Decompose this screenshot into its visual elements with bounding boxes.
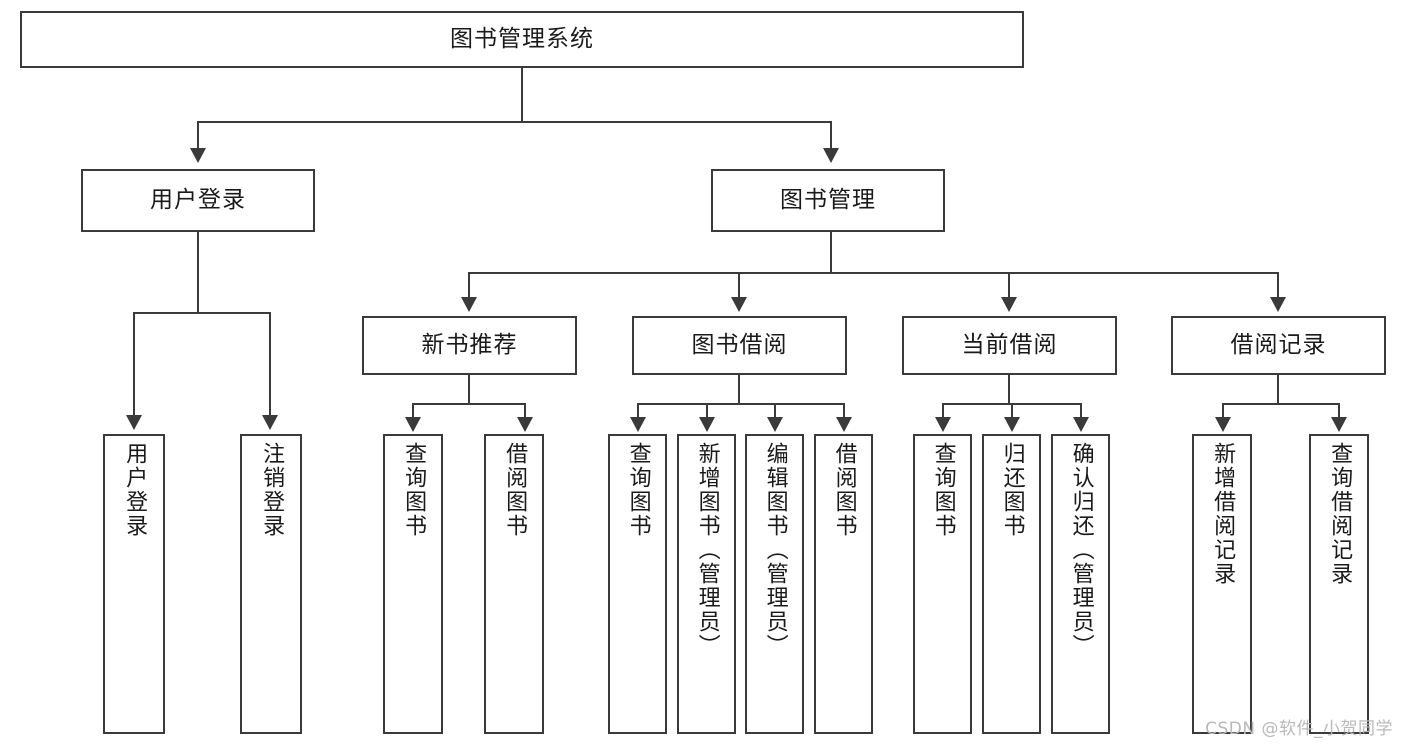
- connector-book-borrow-to-leaf-1: [637, 403, 639, 418]
- connector-current-borrow-stem: [1008, 375, 1010, 403]
- connector-bm-to-new-book: [468, 272, 470, 298]
- connector-bm-to-book-borrow: [738, 272, 740, 298]
- connector-book-management-stem: [830, 232, 832, 272]
- connector-user-login-bus: [133, 312, 269, 314]
- node-root-book-management-system[interactable]: 图书管理系统: [20, 11, 1024, 68]
- leaf-book-borrow-2[interactable]: 新增图书（管理员）: [677, 434, 736, 734]
- connector-new-book-bus: [412, 403, 524, 405]
- connector-borrow-record-to-leaf-1: [1222, 403, 1224, 418]
- leaf-borrow-record-2[interactable]: 查询借阅记录: [1309, 434, 1369, 734]
- arrowhead-current-borrow-to-leaf-3: [1073, 417, 1089, 432]
- leaf-current-borrow-2[interactable]: 归还图书: [982, 434, 1041, 734]
- leaf-label: 新增借阅记录: [1210, 442, 1236, 586]
- connector-root-bus: [197, 121, 831, 123]
- connector-book-borrow-stem: [738, 375, 740, 403]
- leaf-borrow-record-1[interactable]: 新增借阅记录: [1192, 434, 1252, 734]
- leaf-user-login-2[interactable]: 注销登录: [240, 434, 302, 734]
- node-label: 图书管理系统: [450, 25, 594, 52]
- connector-user-login-to-leaf-2: [269, 312, 271, 416]
- connector-bm-to-current-borrow: [1008, 272, 1010, 298]
- leaf-book-borrow-1[interactable]: 查询图书: [608, 434, 667, 734]
- leaf-current-borrow-1[interactable]: 查询图书: [913, 434, 972, 734]
- arrowhead-new-book-to-leaf-1: [405, 417, 421, 432]
- leaf-label: 确认归还（管理员）: [1068, 442, 1094, 658]
- leaf-label: 查询图书: [401, 442, 427, 538]
- connector-book-borrow-bus: [637, 403, 843, 405]
- arrowhead-root-to-user-login: [190, 148, 206, 163]
- node-label: 用户登录: [150, 186, 246, 213]
- connector-current-borrow-to-leaf-2: [1011, 403, 1013, 418]
- node-book-borrow[interactable]: 图书借阅: [632, 316, 847, 375]
- connector-root-stem: [521, 68, 523, 121]
- arrowhead-book-borrow-to-leaf-3: [767, 417, 783, 432]
- leaf-label: 新增图书（管理员）: [694, 442, 720, 658]
- arrowhead-user-login-to-leaf-2: [262, 415, 278, 430]
- connector-book-borrow-to-leaf-4: [843, 403, 845, 418]
- arrowhead-bm-to-book-borrow: [731, 297, 747, 312]
- leaf-label: 借阅图书: [831, 442, 857, 538]
- node-current-borrow[interactable]: 当前借阅: [902, 316, 1117, 375]
- node-book-management[interactable]: 图书管理: [711, 169, 945, 232]
- connector-bm-to-borrow-record: [1277, 272, 1279, 298]
- arrowhead-user-login-to-leaf-1: [126, 415, 142, 430]
- leaf-label: 查询图书: [930, 442, 956, 538]
- leaf-label: 查询图书: [625, 442, 651, 538]
- connector-book-borrow-to-leaf-3: [774, 403, 776, 418]
- leaf-book-borrow-3[interactable]: 编辑图书（管理员）: [745, 434, 804, 734]
- leaf-user-login-1[interactable]: 用户登录: [103, 434, 165, 734]
- connector-user-login-to-leaf-1: [133, 312, 135, 416]
- arrowhead-book-borrow-to-leaf-1: [630, 417, 646, 432]
- connector-borrow-record-bus: [1222, 403, 1338, 405]
- leaf-label: 借阅图书: [502, 442, 528, 538]
- node-label: 借阅记录: [1230, 331, 1327, 358]
- leaf-label: 用户登录: [122, 442, 148, 538]
- connector-new-book-to-leaf-2: [524, 403, 526, 418]
- connector-borrow-record-to-leaf-2: [1338, 403, 1340, 418]
- leaf-label: 注销登录: [259, 442, 285, 538]
- arrowhead-bm-to-borrow-record: [1270, 297, 1286, 312]
- leaf-current-borrow-3[interactable]: 确认归还（管理员）: [1051, 434, 1110, 734]
- leaf-label: 归还图书: [999, 442, 1025, 538]
- connector-book-borrow-to-leaf-2: [706, 403, 708, 418]
- watermark-text: CSDN @软件_小贺同学: [1205, 719, 1393, 739]
- leaf-new-book-recommend-1[interactable]: 查询图书: [383, 434, 443, 734]
- leaf-new-book-recommend-2[interactable]: 借阅图书: [484, 434, 544, 734]
- arrowhead-book-borrow-to-leaf-4: [836, 417, 852, 432]
- node-label: 图书管理: [780, 186, 876, 213]
- arrowhead-root-to-book-management: [823, 148, 839, 163]
- node-label: 图书借阅: [691, 331, 788, 358]
- connector-user-login-stem: [197, 232, 199, 312]
- node-new-book-recommend[interactable]: 新书推荐: [362, 316, 577, 375]
- connector-new-book-to-leaf-1: [412, 403, 414, 418]
- arrowhead-current-borrow-to-leaf-1: [935, 417, 951, 432]
- connector-current-borrow-to-leaf-1: [942, 403, 944, 418]
- arrowhead-borrow-record-to-leaf-2: [1331, 417, 1347, 432]
- arrowhead-book-borrow-to-leaf-2: [699, 417, 715, 432]
- arrowhead-bm-to-new-book: [461, 297, 477, 312]
- arrowhead-current-borrow-to-leaf-2: [1004, 417, 1020, 432]
- connector-borrow-record-stem: [1277, 375, 1279, 403]
- connector-book-management-bus: [468, 272, 1279, 274]
- leaf-label: 编辑图书（管理员）: [762, 442, 788, 658]
- connector-root-to-user-login: [197, 121, 199, 149]
- node-user-login[interactable]: 用户登录: [81, 169, 315, 232]
- node-borrow-record[interactable]: 借阅记录: [1171, 316, 1386, 375]
- arrowhead-borrow-record-to-leaf-1: [1215, 417, 1231, 432]
- connector-root-to-book-management: [830, 121, 832, 149]
- node-label: 新书推荐: [421, 331, 518, 358]
- connector-current-borrow-to-leaf-3: [1080, 403, 1082, 418]
- leaf-book-borrow-4[interactable]: 借阅图书: [814, 434, 873, 734]
- leaf-label: 查询借阅记录: [1327, 442, 1353, 586]
- node-label: 当前借阅: [961, 331, 1058, 358]
- connector-new-book-stem: [468, 375, 470, 403]
- arrowhead-new-book-to-leaf-2: [517, 417, 533, 432]
- arrowhead-bm-to-current-borrow: [1001, 297, 1017, 312]
